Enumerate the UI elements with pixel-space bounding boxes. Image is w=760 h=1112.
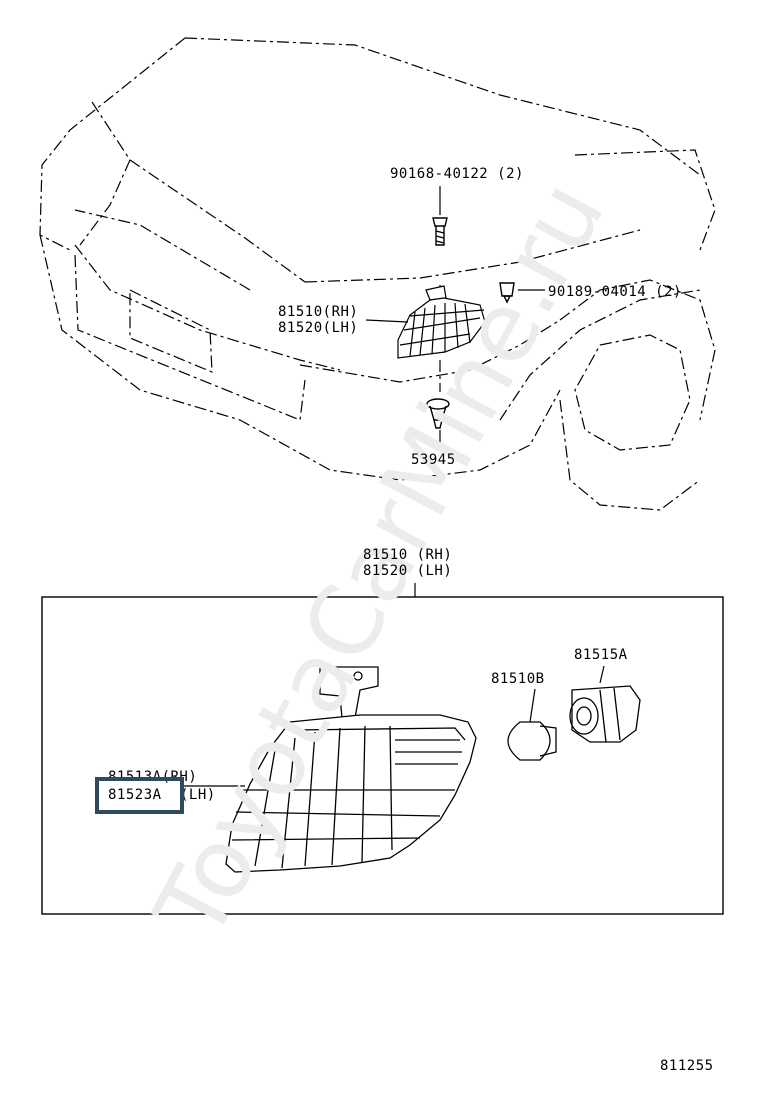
leader-lines (182, 186, 605, 787)
clip-nut-callout: 90189-04014 (2) (548, 284, 682, 300)
socket-callout: 81515A (574, 647, 628, 663)
lens-lh-callout: 81523A (108, 787, 162, 803)
bolt-part (432, 217, 448, 246)
clip-nut-part (499, 282, 515, 304)
clip-callout: 53945 (411, 452, 456, 468)
bolt-callout: 90168-40122 (2) (390, 166, 524, 182)
lens-lh-side-callout: (LH) (180, 787, 216, 803)
lamp-in-vehicle (397, 285, 486, 359)
bulb-callout: 81510B (491, 671, 545, 687)
figure-number: 811255 (660, 1058, 714, 1074)
clip-part (426, 398, 450, 429)
detail-lh-callout: 81520 (LH) (363, 563, 453, 579)
highlight-box[interactable] (95, 777, 184, 814)
lamp-lh-callout: 81520(LH) (278, 320, 359, 336)
lamp-rh-callout: 81510(RH) (278, 304, 359, 320)
detail-frame (41, 596, 724, 915)
lamp-assembly (225, 666, 477, 873)
bulb-part (507, 721, 557, 761)
socket-part (569, 685, 641, 743)
detail-rh-callout: 81510 (RH) (363, 547, 453, 563)
vehicle-outline (39, 37, 716, 511)
